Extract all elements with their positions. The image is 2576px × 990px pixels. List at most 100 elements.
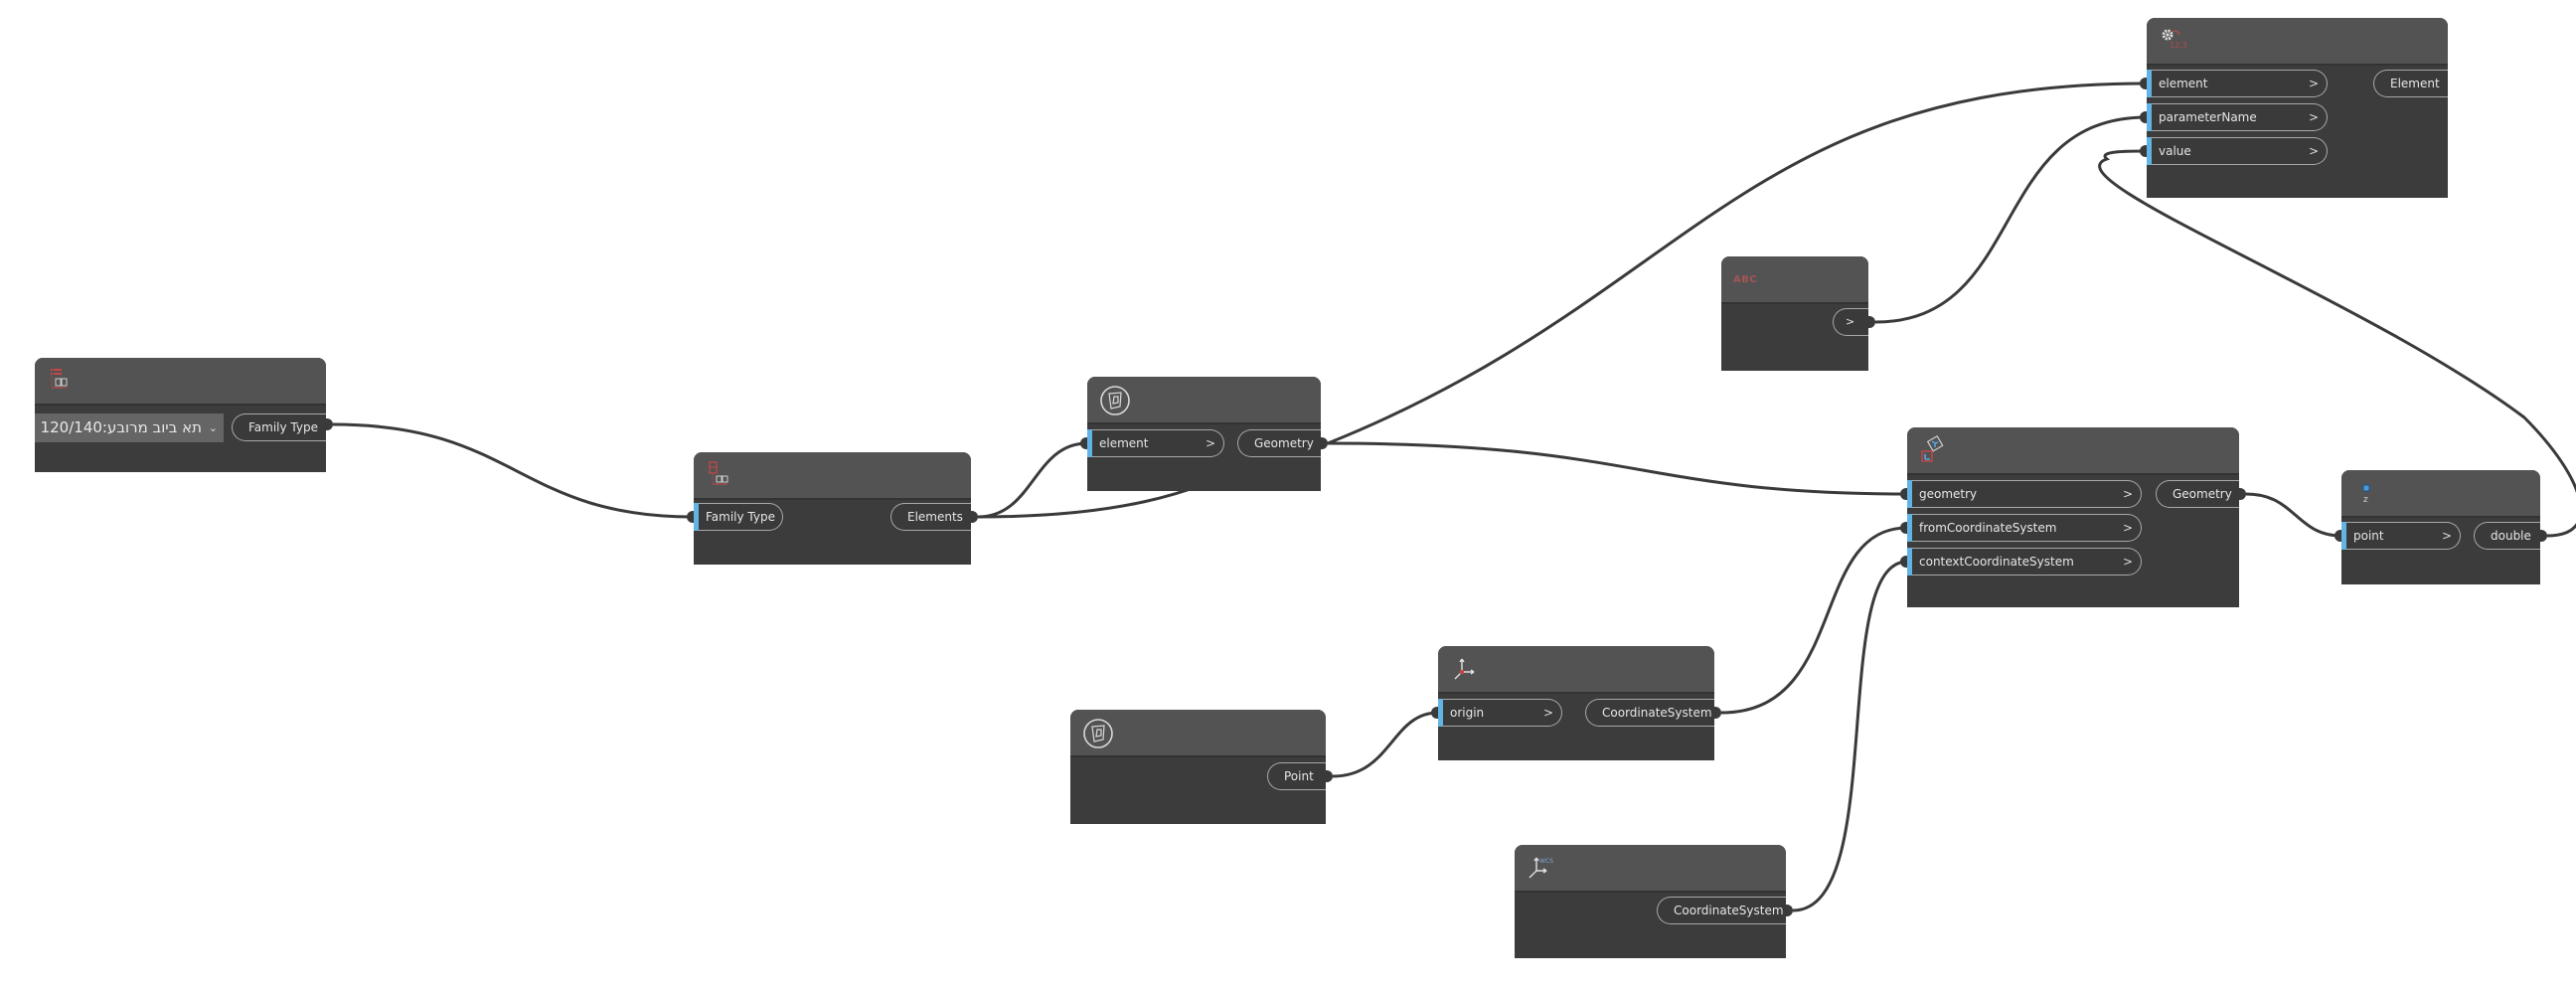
input-pin-value[interactable] xyxy=(2140,145,2147,157)
chevron-right-icon: > xyxy=(2308,144,2319,158)
port-label: fromCoordinateSystem xyxy=(1919,521,2057,535)
element-geometry-icon xyxy=(1100,386,1130,415)
wcs-icon-text: WCS xyxy=(1539,858,1553,865)
wire-string-to-parametername[interactable] xyxy=(1874,115,2148,324)
node-coordinate-system-identity[interactable]: WCS CoordinateSystem xyxy=(1515,845,1786,958)
family-types-icon xyxy=(51,369,68,389)
input-pin-element[interactable] xyxy=(1080,437,1087,449)
port-label: contextCoordinateSystem xyxy=(1919,555,2074,569)
point-origin-icon xyxy=(1083,719,1113,748)
point-z-icon: z xyxy=(2362,484,2370,505)
all-elements-of-family-type-icon xyxy=(709,461,728,485)
output-port-geometry[interactable]: Geometry xyxy=(1237,429,1321,457)
string-value-field[interactable]: > xyxy=(1833,308,1868,336)
coordinate-system-icon xyxy=(1454,658,1475,680)
input-port-origin[interactable]: origin > xyxy=(1438,699,1562,727)
chevron-down-icon: ⌄ xyxy=(208,421,218,434)
output-pin-geometry[interactable] xyxy=(2239,488,2246,500)
chevron-right-icon: > xyxy=(1542,706,1553,720)
output-pin-geometry[interactable] xyxy=(1321,437,1328,449)
wcs-icon: WCS xyxy=(1529,857,1553,879)
chevron-right-icon: > xyxy=(2122,555,2133,569)
port-label: origin xyxy=(1450,706,1485,720)
port-label: geometry xyxy=(1919,487,1978,501)
chevron-right-icon: > xyxy=(2122,521,2133,535)
input-pin-parameter-name[interactable] xyxy=(2140,111,2147,123)
node-family-types[interactable]: תא ביוב מרובע:120/140 ⌄ Family Type xyxy=(35,358,326,472)
node-point-origin[interactable]: Point xyxy=(1070,710,1326,824)
node-header[interactable] xyxy=(1438,646,1714,694)
output-pin-string[interactable] xyxy=(1868,316,1875,328)
chevron-right-icon: > xyxy=(1205,436,1215,450)
node-geometry-transform[interactable]: geometry > fromCoordinateSystem > contex… xyxy=(1907,427,2239,607)
set-parameter-icon: 12.3 xyxy=(2162,29,2187,50)
node-all-elements-of-family-type[interactable]: Family Type Elements xyxy=(694,452,971,565)
input-port-parameter-name[interactable]: parameterName > xyxy=(2147,103,2328,131)
node-set-parameter-by-name[interactable]: 12.3 element > parameterName > value > E… xyxy=(2147,18,2448,198)
output-pin-coordinate-system[interactable] xyxy=(1714,707,1721,719)
node-header[interactable]: WCS xyxy=(1515,845,1786,893)
node-string-input[interactable]: ABC > xyxy=(1721,256,1868,371)
port-label: point xyxy=(2353,529,2384,543)
input-pin-point[interactable] xyxy=(2334,530,2341,542)
output-port-element[interactable]: Element xyxy=(2373,70,2448,97)
node-header[interactable] xyxy=(694,452,971,500)
input-port-element[interactable]: element > xyxy=(2147,70,2328,97)
string-icon: ABC xyxy=(1733,274,1758,285)
port-label: value xyxy=(2159,144,2191,158)
wire-geometry-to-transform-geometry[interactable] xyxy=(1327,441,1908,496)
input-pin-geometry[interactable] xyxy=(1900,488,1907,500)
node-header[interactable] xyxy=(1070,710,1326,757)
chevron-right-icon: > xyxy=(2308,110,2319,124)
input-port-element[interactable]: element > xyxy=(1087,429,1224,457)
input-pin-from-coordinate-system[interactable] xyxy=(1900,522,1907,534)
input-port-point[interactable]: point > xyxy=(2341,522,2461,550)
chevron-right-icon: > xyxy=(2441,529,2452,543)
node-header[interactable] xyxy=(1087,377,1321,424)
output-port-double[interactable]: double xyxy=(2474,522,2540,550)
node-point-z[interactable]: z point > double xyxy=(2341,470,2540,584)
family-type-dropdown[interactable]: תא ביוב מרובע:120/140 ⌄ xyxy=(35,413,224,442)
input-pin-element[interactable] xyxy=(2140,78,2147,89)
input-port-context-coordinate-system[interactable]: contextCoordinateSystem > xyxy=(1907,548,2142,576)
node-element-geometry[interactable]: element > Geometry xyxy=(1087,377,1321,491)
point-z-icon-text: z xyxy=(2363,495,2368,505)
node-header[interactable]: ABC xyxy=(1721,256,1868,304)
port-label: element xyxy=(1099,436,1149,450)
node-header[interactable] xyxy=(35,358,326,406)
wire-cs-to-fromcs[interactable] xyxy=(1720,526,1908,715)
input-pin-context-coordinate-system[interactable] xyxy=(1900,556,1907,568)
chevron-right-icon: > xyxy=(2308,77,2319,90)
node-header[interactable]: 12.3 xyxy=(2147,18,2448,66)
output-port-geometry[interactable]: Geometry xyxy=(2156,480,2239,508)
wire-transform-to-pointz[interactable] xyxy=(2245,492,2342,538)
node-header[interactable] xyxy=(1907,427,2239,475)
output-pin-coordinate-system[interactable] xyxy=(1786,905,1793,916)
output-pin-family-type[interactable] xyxy=(326,418,333,430)
chevron-right-icon: > xyxy=(2122,487,2133,501)
input-port-from-coordinate-system[interactable]: fromCoordinateSystem > xyxy=(1907,514,2142,542)
dropdown-value: תא ביוב מרובע:120/140 xyxy=(40,418,202,436)
output-pin-elements[interactable] xyxy=(971,511,978,523)
port-label: element xyxy=(2159,77,2208,90)
output-port-elements[interactable]: Elements xyxy=(890,503,971,531)
output-port-family-type[interactable]: Family Type xyxy=(232,413,326,441)
input-port-geometry[interactable]: geometry > xyxy=(1907,480,2142,508)
wire-familytype-to-allelements[interactable] xyxy=(332,422,695,519)
node-coordinate-system-by-origin[interactable]: origin > CoordinateSystem xyxy=(1438,646,1714,760)
output-pin-point[interactable] xyxy=(1326,770,1333,782)
node-header[interactable]: z xyxy=(2341,470,2540,518)
transform-icon xyxy=(1921,435,1944,462)
output-port-coordinate-system[interactable]: CoordinateSystem xyxy=(1585,699,1714,727)
input-port-value[interactable]: value > xyxy=(2147,137,2328,165)
wire-wcs-to-contextcs[interactable] xyxy=(1792,560,1908,912)
output-pin-double[interactable] xyxy=(2540,530,2547,542)
input-pin-family-type[interactable] xyxy=(687,511,694,523)
wire-elements-to-element-input[interactable] xyxy=(977,441,1088,519)
output-port-coordinate-system[interactable]: CoordinateSystem xyxy=(1657,897,1786,924)
input-port-family-type[interactable]: Family Type xyxy=(694,503,783,531)
wire-point-to-origin[interactable] xyxy=(1332,711,1439,778)
output-port-point[interactable]: Point xyxy=(1267,762,1326,790)
set-parameter-icon-text: 12.3 xyxy=(2170,41,2187,50)
input-pin-origin[interactable] xyxy=(1431,707,1438,719)
